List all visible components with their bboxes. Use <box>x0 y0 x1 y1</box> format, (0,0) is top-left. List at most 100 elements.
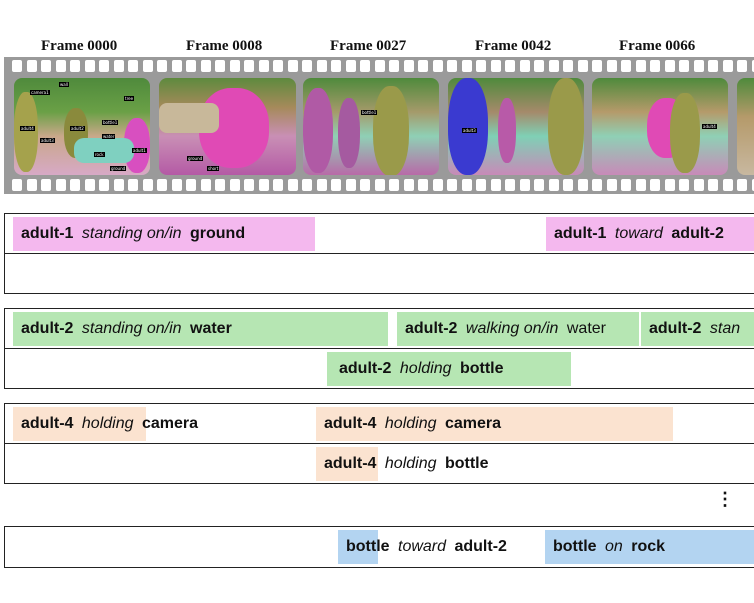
sprocket-hole <box>693 60 704 72</box>
frame-tag: bottle1 <box>102 120 119 125</box>
frame-thumbnail-0: wall camera1 tree adult4 adult2 bottle1 … <box>14 78 150 175</box>
relation-predicate: walking on/in <box>465 320 559 337</box>
sprocket-hole <box>418 179 428 191</box>
sprocket-hole <box>621 179 631 191</box>
frame-tag: camera1 <box>30 90 50 95</box>
sprocket-hole <box>476 179 486 191</box>
relation-group-adult-1: adult-1 standing on/in ground adult-1 to… <box>4 213 754 294</box>
relation-bar: adult-1 toward adult-2 <box>546 217 754 251</box>
frame-title-0: Frame 0000 <box>41 38 118 54</box>
relation-bar: adult-2 holding bottle <box>327 352 571 386</box>
sprocket-hole <box>302 179 312 191</box>
sprocket-hole <box>635 60 646 72</box>
sprocket-hole <box>664 60 675 72</box>
frame-thumbnail-4: adult4 <box>592 78 728 175</box>
sprocket-hole <box>244 60 254 72</box>
sprocket-hole <box>331 60 341 72</box>
sprocket-hole <box>215 60 225 72</box>
frame-tag: adult4 <box>20 126 35 131</box>
relation-bar: adult-2 standing on/in water <box>13 312 388 346</box>
sprocket-hole <box>171 60 182 72</box>
relation-group-adult-2: adult-2 standing on/in water adult-2 wal… <box>4 308 754 389</box>
sprocket-hole <box>461 60 472 72</box>
frame-tag: short <box>207 166 220 171</box>
sprocket-hole <box>650 179 660 191</box>
sprocket-hole <box>302 60 312 72</box>
relation-object: camera <box>141 415 199 432</box>
sprocket-hole <box>374 60 385 72</box>
frame-thumbnail-2: bottle1 <box>303 78 439 175</box>
frame-tag: rock <box>94 152 105 157</box>
frame-tag: adult2 <box>70 126 85 131</box>
sprocket-hole <box>751 60 754 72</box>
relation-predicate: holding <box>399 360 452 377</box>
relation-bar: adult-4 holding camera <box>13 407 198 441</box>
sprocket-hole <box>200 60 211 72</box>
film-sprocket-holes-top <box>4 60 754 74</box>
frame-tag: adult4 <box>702 124 717 129</box>
sprocket-hole <box>41 179 51 191</box>
sprocket-hole <box>592 60 602 72</box>
sprocket-hole <box>70 60 80 72</box>
sprocket-hole <box>548 60 559 72</box>
sprocket-hole <box>186 60 196 72</box>
sprocket-hole <box>142 60 153 72</box>
relation-predicate: toward <box>614 225 663 242</box>
relation-track: adult-4 holding bottle <box>5 443 754 484</box>
sprocket-hole <box>26 60 37 72</box>
relation-predicate: holding <box>384 415 437 432</box>
relation-predicate: stan <box>709 320 741 337</box>
sprocket-hole <box>12 179 22 191</box>
relation-predicate: toward <box>398 538 447 555</box>
sprocket-hole <box>505 60 515 72</box>
sprocket-hole <box>171 179 182 191</box>
sprocket-hole <box>722 179 733 191</box>
sprocket-hole <box>186 179 196 191</box>
sprocket-hole <box>708 179 718 191</box>
sprocket-hole <box>592 179 602 191</box>
frame-tag: ground <box>110 166 127 171</box>
sprocket-hole <box>577 60 588 72</box>
frame-title-4: Frame 0066 <box>619 38 696 54</box>
relation-predicate: standing on/in <box>81 320 182 337</box>
relation-subject: adult-4 <box>21 415 74 432</box>
relation-track <box>5 253 754 294</box>
relation-subject: adult-4 <box>324 415 377 432</box>
sprocket-hole <box>345 60 356 72</box>
sprocket-hole <box>389 60 399 72</box>
sprocket-hole <box>113 60 124 72</box>
sprocket-hole <box>55 60 66 72</box>
relation-object: camera <box>444 415 502 432</box>
sprocket-hole <box>360 179 370 191</box>
sprocket-hole <box>548 179 559 191</box>
frame-tag: wall <box>59 82 69 87</box>
sprocket-hole <box>26 179 37 191</box>
sprocket-hole <box>258 179 269 191</box>
frame-thumbnail-1: ground short <box>159 78 296 175</box>
relation-track: adult-2 standing on/in water adult-2 wal… <box>5 309 754 349</box>
relation-bar: bottle toward adult-2 <box>338 530 507 564</box>
relation-subject: bottle <box>346 538 390 555</box>
sprocket-hole <box>229 60 240 72</box>
frame-thumbnail-5 <box>737 78 754 175</box>
sprocket-hole <box>621 60 631 72</box>
relation-object: water <box>190 320 232 337</box>
frame-title-3: Frame 0042 <box>475 38 552 54</box>
relation-subject: adult-2 <box>339 360 392 377</box>
sprocket-hole <box>374 179 385 191</box>
relation-bar: adult-2 stan <box>641 312 754 346</box>
sprocket-hole <box>418 60 428 72</box>
relation-subject: adult-1 <box>554 225 607 242</box>
sprocket-hole <box>505 179 515 191</box>
sprocket-hole <box>447 60 457 72</box>
frame-tag: bottle1 <box>361 110 378 115</box>
sprocket-hole <box>534 60 544 72</box>
relation-track: adult-4 holding camera adult-4 holding c… <box>5 404 754 444</box>
relation-object: bottle <box>459 360 504 377</box>
sprocket-hole <box>273 60 283 72</box>
sprocket-hole <box>490 60 501 72</box>
relation-track: bottle toward adult-2 bottle on rock <box>5 527 754 567</box>
sprocket-hole <box>113 179 124 191</box>
sprocket-hole <box>316 179 327 191</box>
frame-tag: tree <box>124 96 135 101</box>
